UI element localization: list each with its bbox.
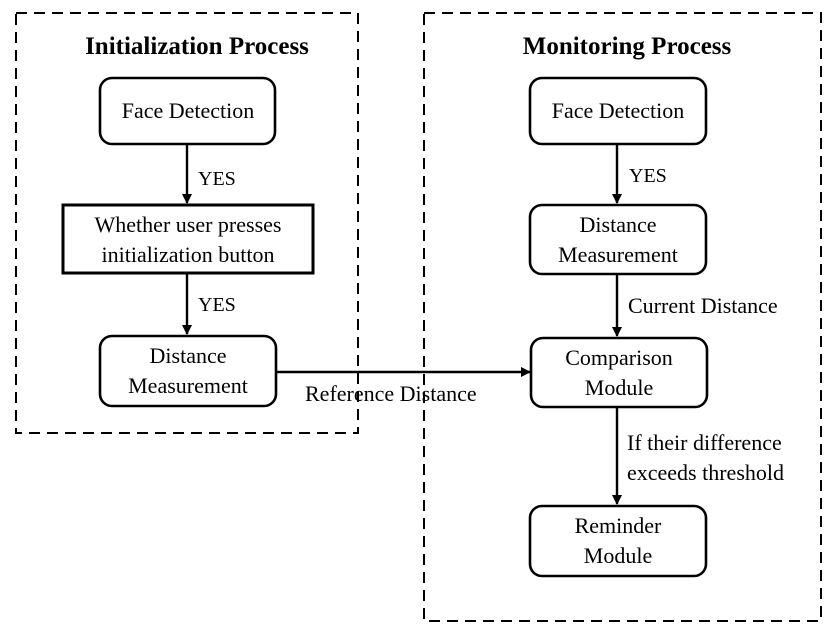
node-comparison-line2: Module: [585, 375, 653, 400]
node-reminder-module: Reminder Module: [528, 504, 708, 578]
initialization-process-group: Initialization Process: [15, 12, 359, 434]
edges: [182, 144, 622, 505]
monitoring-process-group: Monitoring Process: [423, 12, 822, 622]
node-mon-distance-measurement: Distance Measurement: [528, 203, 708, 276]
node-init-button-check-line1: Whether user presses: [95, 212, 282, 237]
node-reminder-line2: Module: [584, 543, 652, 568]
edge-labels: YES YES Reference Distance YES Current D…: [198, 165, 784, 485]
node-mon-distance-line1: Distance: [580, 212, 657, 237]
initialization-process-border: [15, 12, 359, 434]
edge-label-init-yes-2: YES: [198, 294, 236, 316]
node-init-face-detection: Face Detection: [98, 76, 277, 146]
node-init-button-check-line2: initialization button: [102, 242, 275, 267]
initialization-process-title: Initialization Process: [85, 33, 309, 60]
node-mon-face-detection: Face Detection: [528, 76, 708, 146]
monitoring-process-title: Monitoring Process: [523, 33, 732, 60]
monitoring-process-border: [423, 12, 822, 622]
edge-label-init-yes-1: YES: [198, 168, 236, 190]
edge-label-threshold-line2: exceeds threshold: [627, 460, 784, 485]
node-mon-face-detection-label: Face Detection: [552, 98, 685, 123]
node-comparison-line1: Comparison: [565, 345, 673, 370]
node-mon-distance-line2: Measurement: [558, 242, 678, 267]
edge-label-current-distance: Current Distance: [628, 293, 778, 318]
edge-label-reference-distance: Reference Distance: [305, 381, 477, 406]
node-init-button-check: Whether user presses initialization butt…: [61, 203, 315, 275]
node-comparison-module: Comparison Module: [529, 336, 709, 409]
node-reminder-line1: Reminder: [575, 513, 662, 538]
node-init-distance-line1: Distance: [150, 343, 227, 368]
edge-label-mon-yes: YES: [629, 165, 667, 187]
node-init-face-detection-label: Face Detection: [122, 98, 255, 123]
node-init-distance-measurement: Distance Measurement: [98, 334, 278, 408]
edge-label-threshold-line1: If their difference: [627, 430, 782, 455]
node-init-distance-line2: Measurement: [128, 373, 248, 398]
